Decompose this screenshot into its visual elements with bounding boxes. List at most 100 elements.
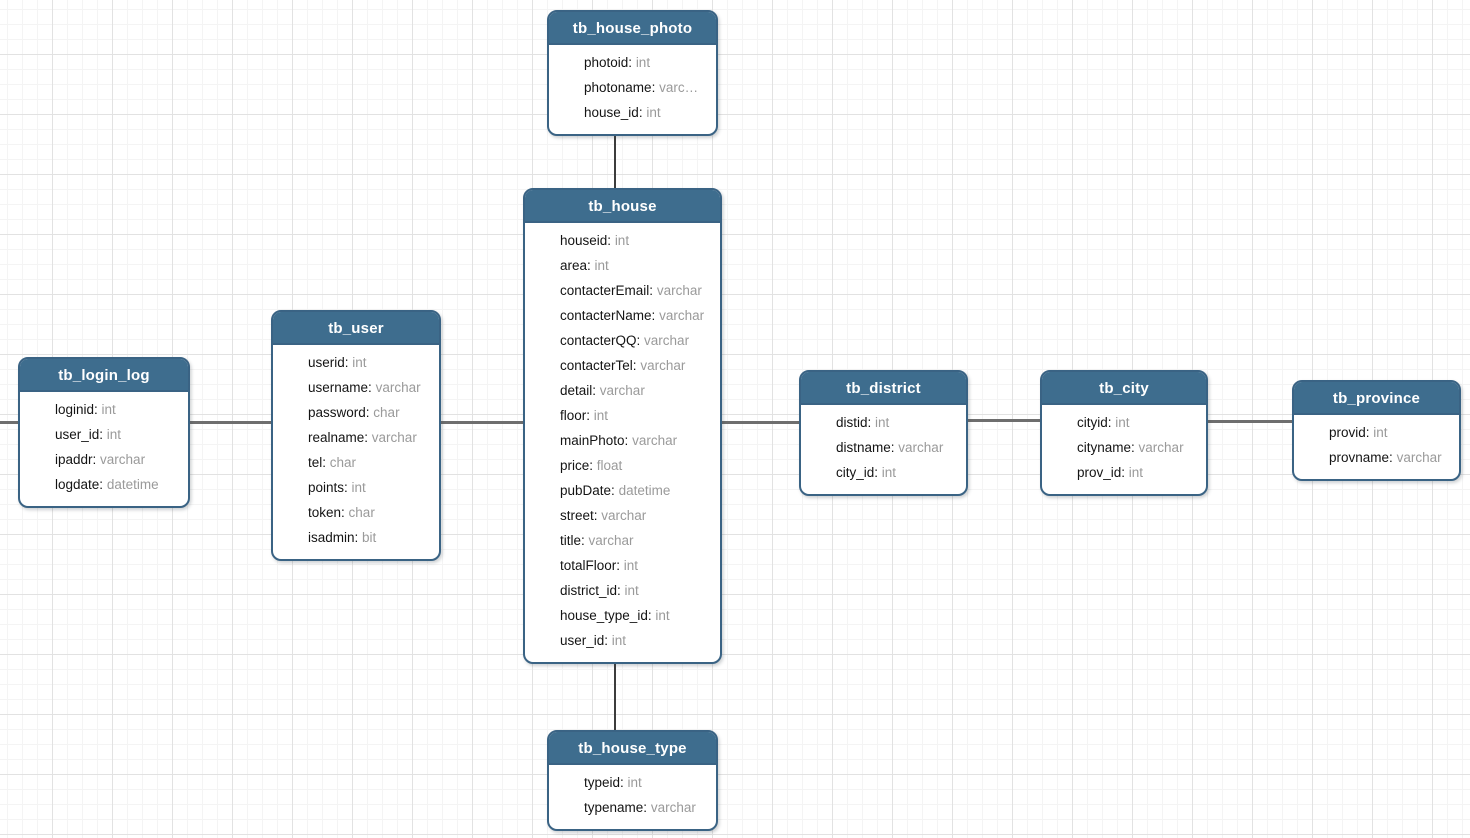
- field-row[interactable]: tokenchar: [273, 500, 433, 525]
- field-row[interactable]: cityidint: [1042, 410, 1200, 435]
- field-row[interactable]: loginidint: [20, 397, 182, 422]
- field-name: mainPhoto: [560, 433, 632, 448]
- table-field-list: cityidintcitynamevarcharprov_idint: [1042, 405, 1206, 494]
- field-row[interactable]: pointsint: [273, 475, 433, 500]
- table-title[interactable]: tb_house_type: [549, 732, 716, 765]
- table-title[interactable]: tb_city: [1042, 372, 1206, 405]
- table-field-list: typeidinttypenamevarchar: [549, 765, 716, 829]
- field-row[interactable]: areaint: [525, 253, 714, 278]
- table-title[interactable]: tb_house_photo: [549, 12, 716, 45]
- table-tb_district[interactable]: tb_districtdistidintdistnamevarcharcity_…: [799, 370, 968, 496]
- field-type: varchar: [588, 533, 634, 548]
- field-row[interactable]: totalFloorint: [525, 553, 714, 578]
- connector-district-to-city[interactable]: [967, 419, 1042, 422]
- field-row[interactable]: photoidint: [549, 50, 710, 75]
- field-row[interactable]: house_idint: [549, 100, 710, 125]
- table-title[interactable]: tb_district: [801, 372, 966, 405]
- connector-login-log-to-user[interactable]: [189, 421, 273, 424]
- field-type: int: [1115, 415, 1130, 430]
- field-type: varchar: [659, 308, 705, 323]
- connector-edge-left-to-login-log[interactable]: [0, 421, 20, 424]
- field-row[interactable]: contacterEmailvarchar: [525, 278, 714, 303]
- field-type: int: [101, 402, 116, 417]
- table-field-list: providintprovnamevarchar: [1294, 415, 1459, 479]
- field-row[interactable]: logdatedatetime: [20, 472, 182, 497]
- field-type: varchar: [650, 800, 696, 815]
- field-row[interactable]: distidint: [801, 410, 960, 435]
- field-row[interactable]: pubDatedatetime: [525, 478, 714, 503]
- field-type: int: [875, 415, 890, 430]
- field-type: varchar: [640, 358, 686, 373]
- field-type: varchar: [656, 283, 702, 298]
- table-title[interactable]: tb_login_log: [20, 359, 188, 392]
- field-name: password: [308, 405, 373, 420]
- table-tb_house_type[interactable]: tb_house_typetypeidinttypenamevarchar: [547, 730, 718, 831]
- field-row[interactable]: distnamevarchar: [801, 435, 960, 460]
- field-name: cityname: [1077, 440, 1139, 455]
- field-row[interactable]: useridint: [273, 350, 433, 375]
- field-row[interactable]: contacterQQvarchar: [525, 328, 714, 353]
- field-row[interactable]: titlevarchar: [525, 528, 714, 553]
- table-tb_login_log[interactable]: tb_login_log loginidintuser_idintipaddrva…: [18, 357, 190, 508]
- connector-house-photo-to-house[interactable]: [614, 131, 616, 190]
- connector-house-to-house-type[interactable]: [614, 663, 616, 732]
- field-row[interactable]: realnamevarchar: [273, 425, 433, 450]
- field-type: varchar: [1138, 440, 1184, 455]
- field-row[interactable]: contacterTelvarchar: [525, 353, 714, 378]
- field-row[interactable]: houseidint: [525, 228, 714, 253]
- field-row[interactable]: ipaddrvarchar: [20, 447, 182, 472]
- field-row[interactable]: typenamevarchar: [549, 795, 710, 820]
- field-row[interactable]: isadminbit: [273, 525, 433, 550]
- field-name: isadmin: [308, 530, 362, 545]
- field-row[interactable]: user_idint: [525, 628, 714, 653]
- field-row[interactable]: district_idint: [525, 578, 714, 603]
- table-tb_province[interactable]: tb_provinceprovidintprovnamevarchar: [1292, 380, 1461, 481]
- field-name: pubDate: [560, 483, 619, 498]
- table-tb_house_photo[interactable]: tb_house_photo photoidintphotonamevarc…ho…: [547, 10, 718, 136]
- field-name: distid: [836, 415, 875, 430]
- field-row[interactable]: mainPhotovarchar: [525, 428, 714, 453]
- field-row[interactable]: user_idint: [20, 422, 182, 447]
- field-row[interactable]: passwordchar: [273, 400, 433, 425]
- field-type: int: [881, 465, 897, 480]
- connector-house-to-district[interactable]: [721, 421, 801, 424]
- field-row[interactable]: pricefloat: [525, 453, 714, 478]
- field-name: title: [560, 533, 589, 548]
- field-row[interactable]: provnamevarchar: [1294, 445, 1453, 470]
- connector-user-to-house[interactable]: [440, 421, 525, 424]
- field-row[interactable]: citynamevarchar: [1042, 435, 1200, 460]
- field-type: float: [596, 458, 623, 473]
- field-row[interactable]: streetvarchar: [525, 503, 714, 528]
- field-row[interactable]: usernamevarchar: [273, 375, 433, 400]
- table-tb_city[interactable]: tb_citycityidintcitynamevarcharprov_idin…: [1040, 370, 1208, 496]
- field-type: int: [624, 583, 639, 598]
- field-row[interactable]: providint: [1294, 420, 1453, 445]
- field-type: varc…: [659, 80, 699, 95]
- field-row[interactable]: photonamevarc…: [549, 75, 710, 100]
- field-name: contacterTel: [560, 358, 640, 373]
- field-name: logdate: [55, 477, 107, 492]
- field-row[interactable]: contacterNamevarchar: [525, 303, 714, 328]
- field-row[interactable]: typeidint: [549, 770, 710, 795]
- connector-city-to-province[interactable]: [1207, 420, 1294, 423]
- field-row[interactable]: house_type_idint: [525, 603, 714, 628]
- table-title[interactable]: tb_province: [1294, 382, 1459, 415]
- field-row[interactable]: prov_idint: [1042, 460, 1200, 485]
- table-title[interactable]: tb_user: [273, 312, 439, 345]
- field-name: typename: [584, 800, 651, 815]
- table-title[interactable]: tb_house: [525, 190, 720, 223]
- field-type: int: [593, 408, 609, 423]
- field-type: int: [614, 233, 630, 248]
- table-field-list: loginidintuser_idintipaddrvarcharlogdate…: [20, 392, 188, 506]
- table-tb_house[interactable]: tb_house houseidintareaintcontacterEmailv…: [523, 188, 722, 664]
- table-tb_user[interactable]: tb_user useridintusernamevarcharpasswordc…: [271, 310, 441, 561]
- field-type: varchar: [1396, 450, 1442, 465]
- field-row[interactable]: detailvarchar: [525, 378, 714, 403]
- field-row[interactable]: floorint: [525, 403, 714, 428]
- field-row[interactable]: city_idint: [801, 460, 960, 485]
- field-type: datetime: [106, 477, 159, 492]
- field-name: token: [308, 505, 349, 520]
- field-row[interactable]: telchar: [273, 450, 433, 475]
- field-name: provid: [1329, 425, 1373, 440]
